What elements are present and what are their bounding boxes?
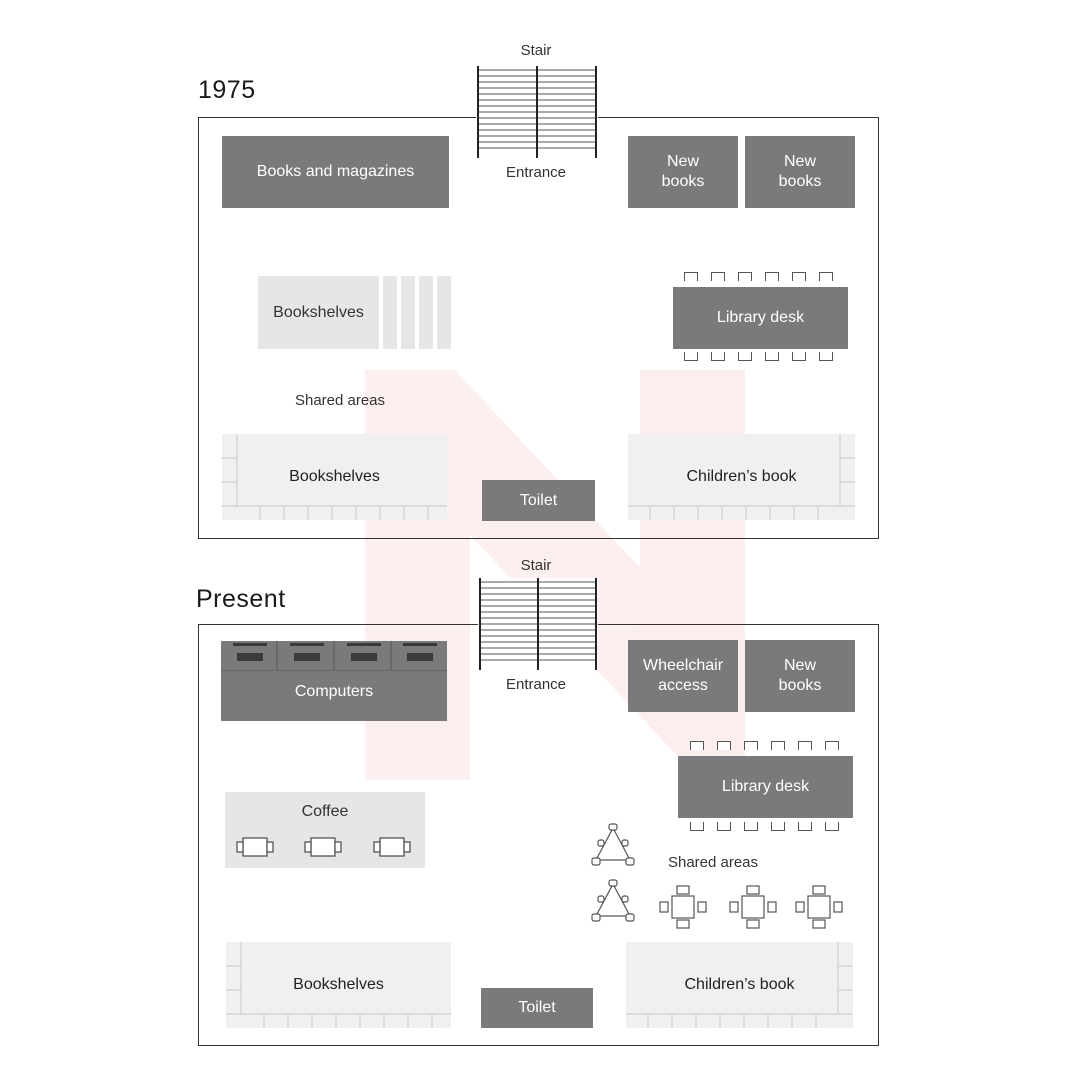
new-books-area: New books (745, 640, 855, 712)
chair-icon (717, 741, 731, 750)
chair-icon (825, 741, 839, 750)
chair-icon (744, 822, 758, 831)
chair-icon (684, 272, 698, 281)
chair-icon (792, 352, 806, 361)
toilet: Toilet (481, 988, 593, 1028)
triangle-table-icon (591, 823, 635, 866)
chair-icon (825, 822, 839, 831)
chair-icon (738, 272, 752, 281)
bookshelves-area: Bookshelves (258, 276, 379, 349)
triangle-table-icon (591, 879, 635, 922)
chair-icon (819, 352, 833, 361)
shared-areas-label: Shared areas (667, 854, 759, 871)
shelf-grid (628, 434, 855, 520)
shared-areas-label: Shared areas (294, 392, 386, 409)
chair-icon (690, 741, 704, 750)
library-desk: Library desk (673, 287, 848, 349)
chair-icon (711, 272, 725, 281)
shelf-unit (401, 276, 415, 349)
chair-icon (819, 272, 833, 281)
coffee-tables-icon (236, 837, 411, 857)
library-desk: Library desk (678, 756, 853, 818)
shelf-grid (626, 942, 853, 1028)
chair-icon (744, 741, 758, 750)
shelf-unit (419, 276, 433, 349)
entrance-label: Entrance (505, 676, 567, 693)
stair-icon (476, 66, 598, 158)
computer-monitors (221, 641, 447, 671)
chair-icon (738, 352, 752, 361)
new-books-area: New books (745, 136, 855, 208)
chair-icon (717, 822, 731, 831)
shelf-grid (226, 942, 451, 1028)
chair-icon (771, 741, 785, 750)
plan-title-1975: 1975 (198, 76, 256, 104)
chair-icon (798, 741, 812, 750)
entrance-label: Entrance (505, 164, 567, 181)
chair-icon (765, 352, 779, 361)
stair-label: Stair (520, 557, 552, 574)
books-and-magazines-area: Books and magazines (222, 136, 449, 208)
shelf-unit (383, 276, 397, 349)
wheelchair-access-area: Wheelchair access (628, 640, 738, 712)
chair-icon (771, 822, 785, 831)
stair-icon (478, 578, 598, 670)
square-tables-icon (659, 885, 843, 929)
chair-icon (765, 272, 779, 281)
plan-title-present: Present (196, 585, 286, 613)
chair-icon (798, 822, 812, 831)
stair-label: Stair (520, 42, 552, 59)
chair-icon (690, 822, 704, 831)
chair-icon (792, 272, 806, 281)
chair-icon (711, 352, 725, 361)
shelf-unit (437, 276, 451, 349)
chair-icon (684, 352, 698, 361)
toilet: Toilet (482, 480, 595, 521)
shelf-grid (222, 434, 447, 520)
new-books-area: New books (628, 136, 738, 208)
